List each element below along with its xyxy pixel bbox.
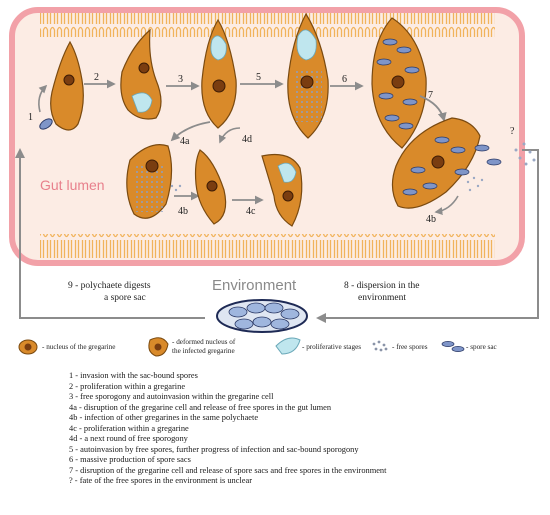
note-7: 7 - disruption of the gregarine cell and… bbox=[69, 465, 387, 475]
digest-note-line2: a spore sac bbox=[104, 293, 146, 303]
legend-proliferative: - proliferative stages bbox=[302, 343, 361, 351]
note-3: 3 - free sporogony and autoinvasion with… bbox=[69, 392, 274, 402]
step-5: 5 bbox=[256, 72, 261, 83]
step-4c: 4c bbox=[246, 206, 256, 217]
gregarine-cell-1 bbox=[50, 40, 84, 131]
note-4d: 4d - a next round of free sporogony bbox=[69, 434, 188, 444]
gregarine-cell-3 bbox=[201, 18, 237, 129]
legend-spore-sac-icon bbox=[441, 341, 465, 352]
step-1: 1 bbox=[28, 112, 33, 123]
gut-villi-top bbox=[40, 13, 495, 37]
step-6: 6 bbox=[342, 74, 347, 85]
dispersion-note-line1: 8 - dispersion in the bbox=[344, 281, 419, 291]
step-2: 2 bbox=[94, 72, 99, 83]
note-4c: 4c - proliferation within a gregarine bbox=[69, 423, 189, 433]
arrow-1 bbox=[38, 84, 48, 113]
gut-villi-bottom bbox=[40, 234, 495, 258]
cycle-arrow-right bbox=[316, 149, 539, 323]
legend-deformed-nucleus-icon bbox=[148, 337, 169, 357]
arrow-4b-env bbox=[434, 195, 459, 216]
note-4b: 4b - infection of other gregarines in th… bbox=[69, 413, 259, 423]
legend: - nucleus of the gregarine - deformed nu… bbox=[18, 337, 497, 357]
legend-spore-sac: - spore sac bbox=[466, 343, 497, 351]
legend-nucleus: - nucleus of the gregarine bbox=[42, 343, 115, 351]
note-6: 6 - massive production of spore sacs bbox=[69, 455, 191, 465]
digest-note-line1: 9 - polychaete digests bbox=[68, 281, 151, 291]
note-unknown: ? - fate of the free spores in the envir… bbox=[69, 476, 253, 486]
gregarine-cell-7 bbox=[391, 117, 502, 209]
legend-deformed-nucleus-2: the infected gregarine bbox=[172, 347, 235, 355]
step-3: 3 bbox=[178, 74, 183, 85]
note-1: 1 - invasion with the sac-bound spores bbox=[69, 371, 198, 380]
environment-label: Environment bbox=[212, 277, 297, 294]
legend-free-spores-icon bbox=[372, 340, 388, 352]
legend-free-spores: - free spores bbox=[392, 343, 428, 351]
life-cycle-diagram: 1 2 3 5 6 7 4a 4d 4b 4c 4b ? Gut lumen E… bbox=[9, 7, 539, 357]
step-notes: 1 - invasion with the sac-bound spores 2… bbox=[69, 371, 539, 487]
gregarine-cell-6 bbox=[371, 17, 427, 149]
environment-free-spores-icon bbox=[514, 142, 536, 166]
step-4b-environment: 4b bbox=[426, 214, 436, 225]
gregarine-cell-4a bbox=[126, 144, 182, 219]
dispersion-note-line2: environment bbox=[358, 293, 406, 303]
step-4b: 4b bbox=[178, 206, 188, 217]
step-7: 7 bbox=[428, 90, 433, 101]
environment-spore-sac-icon bbox=[216, 299, 308, 333]
step-4d: 4d bbox=[242, 134, 252, 145]
note-5: 5 - autoinvasion by free spores, further… bbox=[69, 444, 359, 454]
gregarine-cell-4b bbox=[194, 149, 227, 225]
gregarine-cell-5 bbox=[287, 12, 329, 139]
cycle-arrow-left bbox=[15, 148, 205, 319]
gregarine-cell-4c bbox=[261, 153, 303, 227]
gregarine-cell-2 bbox=[120, 28, 162, 120]
arrow-4a bbox=[170, 121, 211, 142]
legend-proliferative-icon bbox=[275, 337, 301, 355]
legend-deformed-nucleus-1: - deformed nucleus of bbox=[172, 338, 236, 346]
gut-lumen-label: Gut lumen bbox=[40, 177, 105, 193]
arrow-7 bbox=[419, 95, 447, 122]
note-4a: 4a - disruption of the gregarine cell an… bbox=[69, 402, 332, 412]
invading-spore-sac bbox=[39, 118, 53, 130]
legend-nucleus-icon bbox=[18, 339, 38, 355]
note-2: 2 - proliferation within a gregarine bbox=[69, 381, 186, 391]
step-4a: 4a bbox=[180, 136, 190, 147]
unknown-fate-mark: ? bbox=[510, 126, 515, 137]
arrow-4d bbox=[218, 127, 241, 144]
